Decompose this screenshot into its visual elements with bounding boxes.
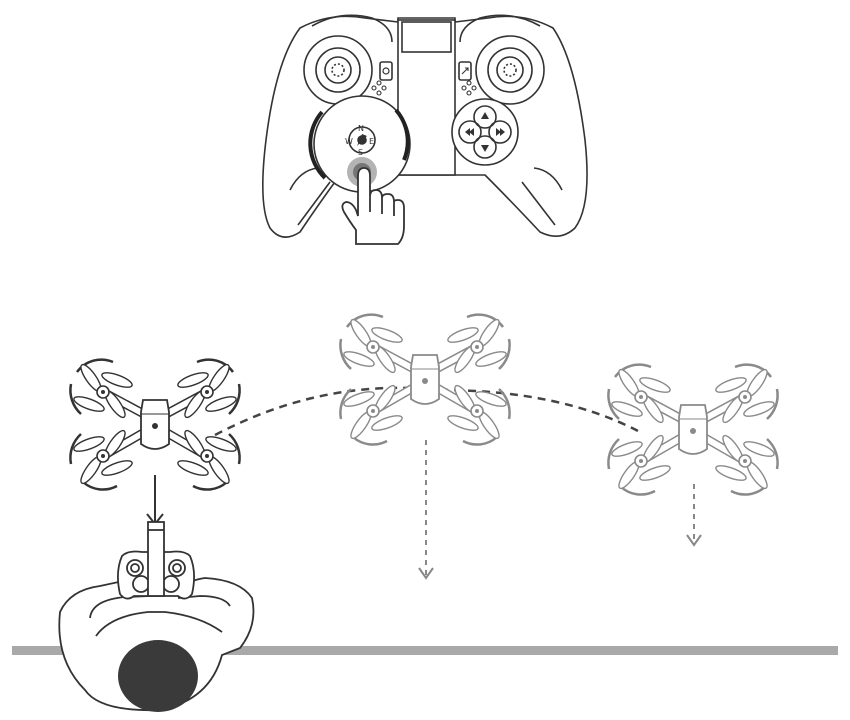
down-arrow-icon — [481, 145, 489, 152]
pilot-head — [118, 640, 198, 712]
pointing-hand-icon — [341, 167, 405, 245]
drone-end-down-arrow — [686, 484, 702, 547]
headless-button-pad: N S E W — [308, 95, 411, 193]
rotate-left-icon — [465, 128, 474, 136]
up-arrow-icon — [481, 112, 489, 119]
compass-east: E — [369, 137, 374, 146]
speed-icon — [458, 61, 472, 81]
ground-line — [12, 646, 838, 655]
right-joystick — [475, 35, 545, 105]
compass-west: W — [345, 137, 353, 146]
compass-south: S — [358, 148, 363, 157]
pilot — [58, 521, 255, 712]
left-joystick — [303, 35, 373, 105]
drone-start — [70, 360, 239, 490]
direction-pad — [451, 98, 519, 166]
rotate-right-icon — [496, 128, 505, 136]
propeller-icon — [371, 80, 477, 96]
drone-start-down-arrow — [146, 475, 164, 526]
power-icon — [379, 61, 393, 81]
compass-north: N — [358, 124, 364, 133]
drone-middle — [340, 315, 509, 445]
flight-path — [214, 386, 641, 437]
remote-controller: N S E W — [262, 14, 588, 245]
drone-middle-down-arrow — [418, 440, 434, 580]
